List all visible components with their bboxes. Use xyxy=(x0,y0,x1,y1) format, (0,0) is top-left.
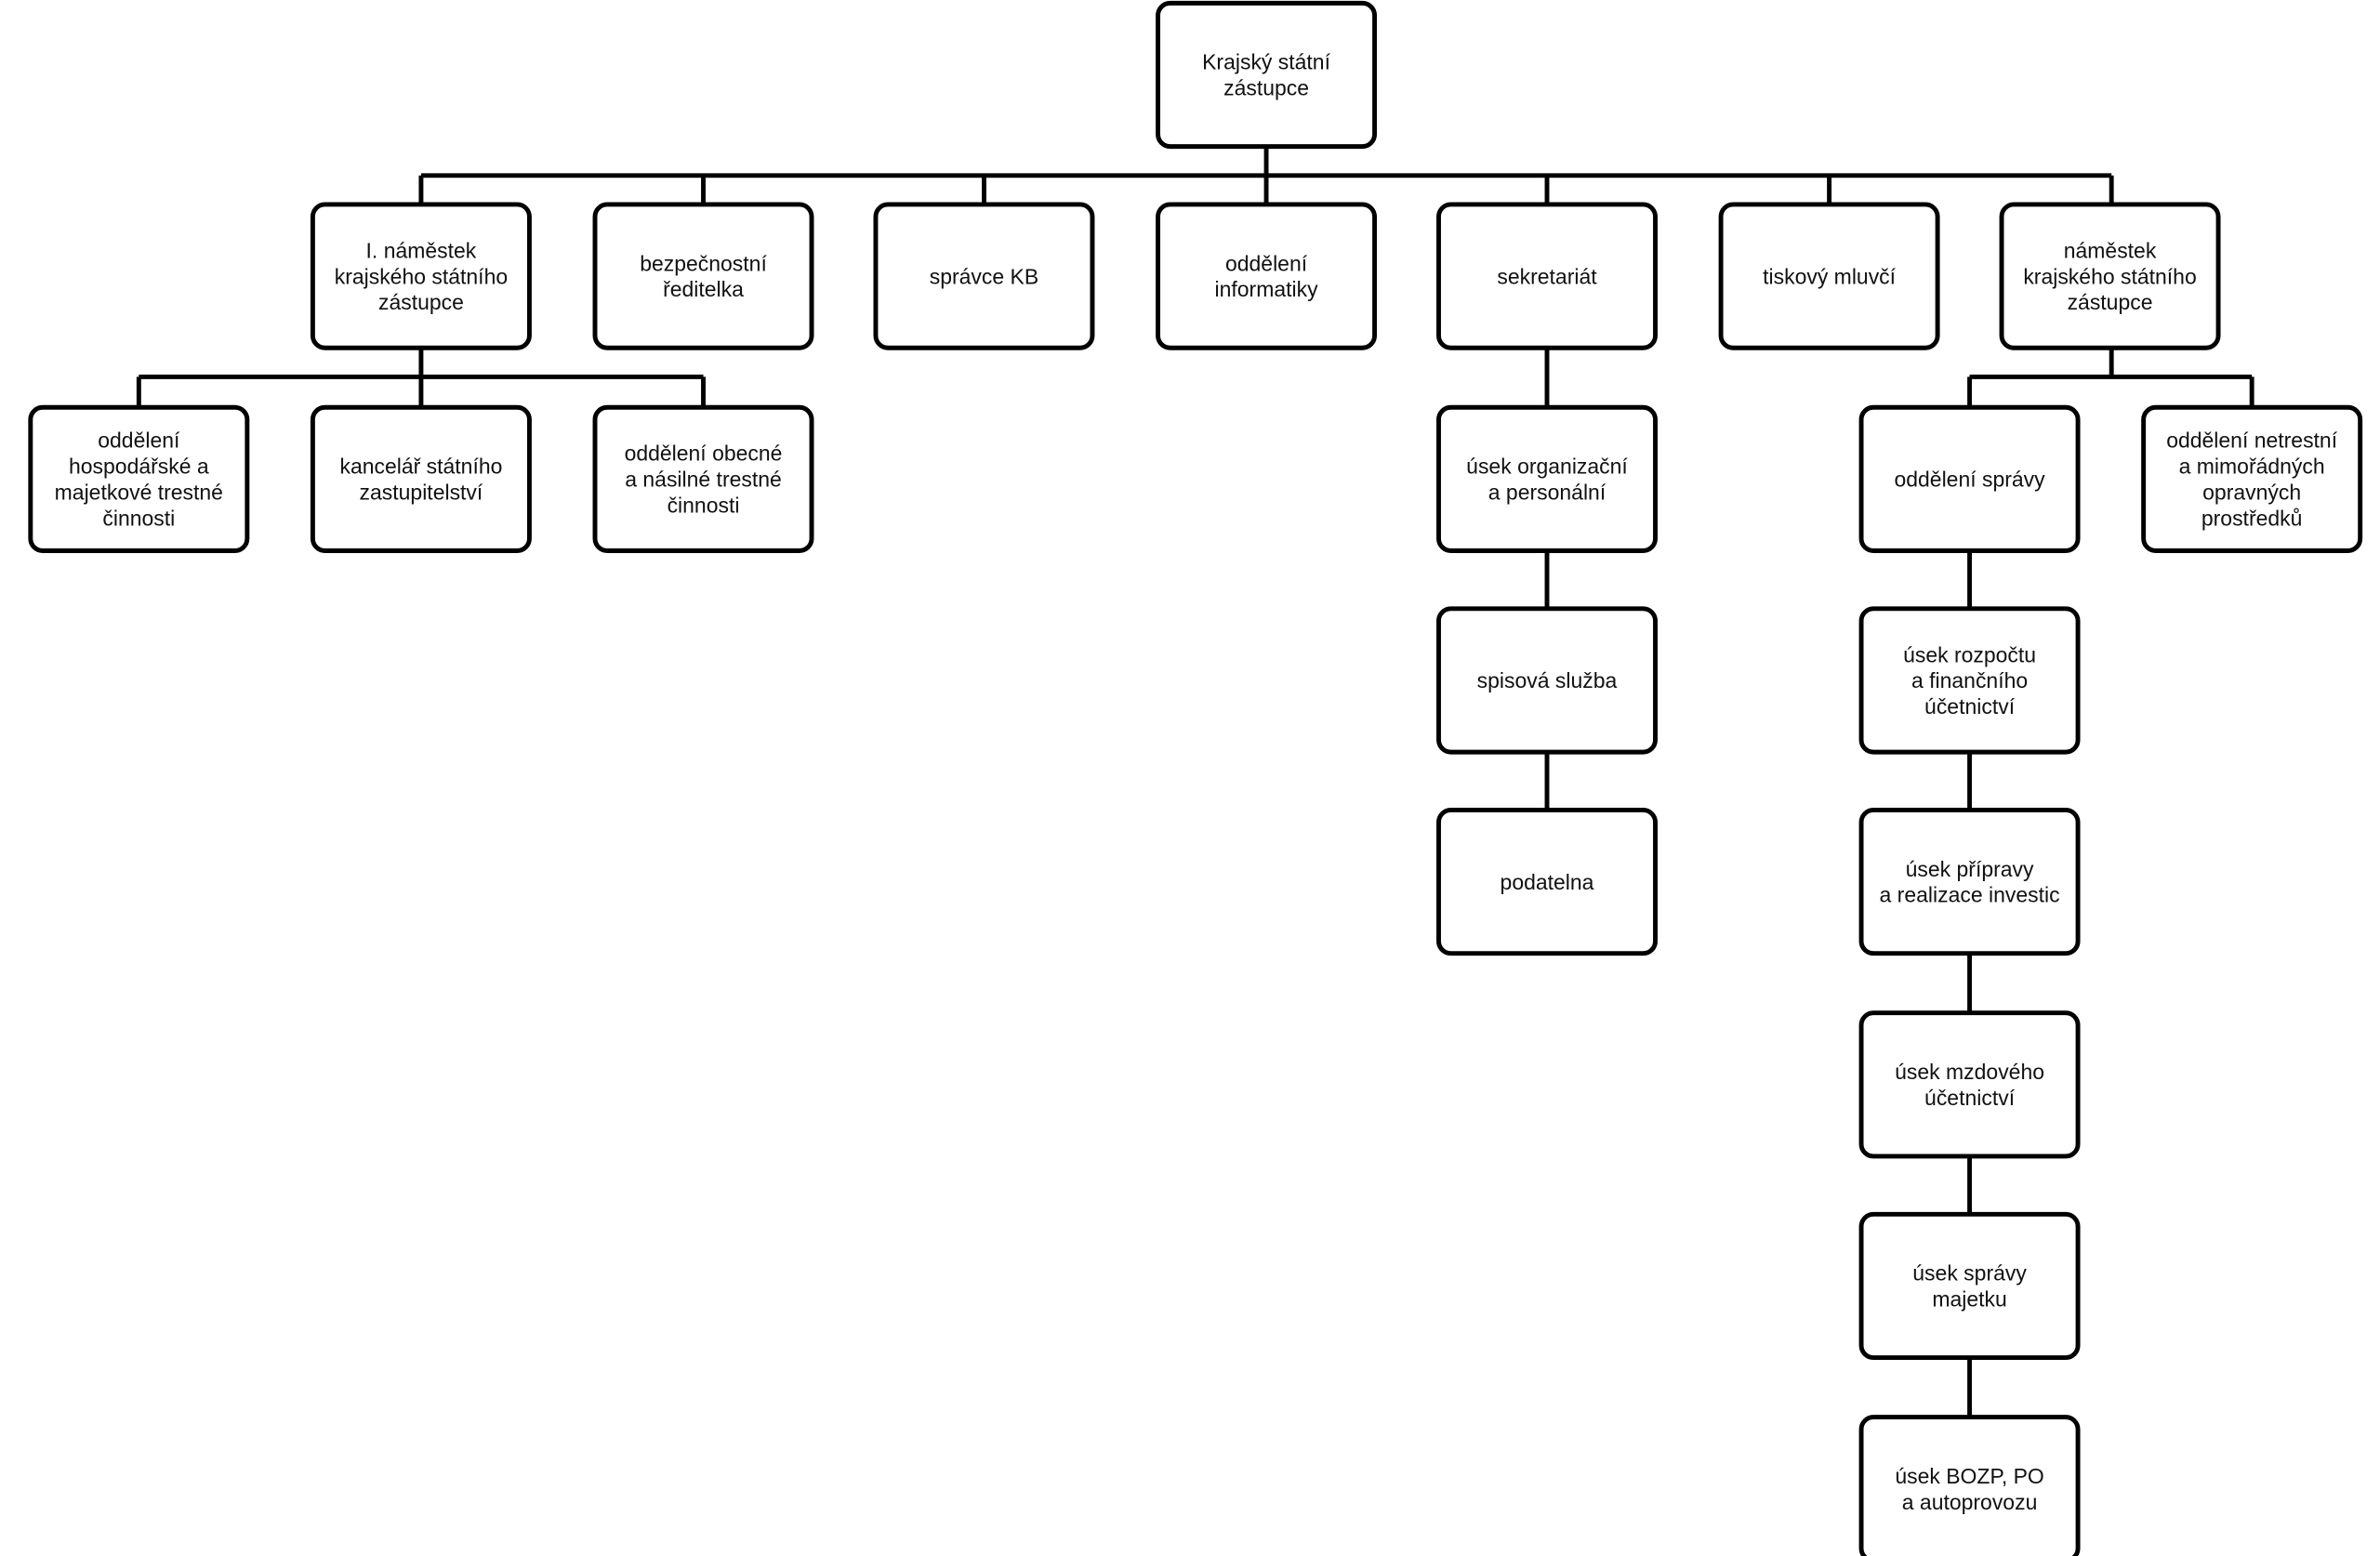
org-unit-label: tiskový mluvčí xyxy=(1763,264,1897,288)
org-unit-filing-service: spisová služba xyxy=(1436,606,1658,755)
org-unit-label: a personální xyxy=(1488,481,1606,505)
org-unit-label: majetkové trestné xyxy=(55,481,223,505)
org-unit-box xyxy=(1436,404,1658,553)
org-unit-administration-dept: oddělení správy xyxy=(1858,404,2081,553)
org-unit-box xyxy=(1858,1211,2081,1361)
org-unit-label: oddělení xyxy=(1225,251,1308,275)
org-unit-label: úsek organizační xyxy=(1466,455,1628,479)
org-unit-label: a finančního xyxy=(1911,668,2028,692)
org-unit-label: opravných xyxy=(2202,481,2301,505)
org-unit-label: krajského státního xyxy=(2023,264,2196,288)
org-unit-box xyxy=(1858,1010,2081,1159)
org-unit-box xyxy=(592,202,814,350)
org-unit-label: úsek BOZP, PO xyxy=(1895,1464,2043,1488)
org-unit-box xyxy=(1436,202,1658,350)
org-unit-box xyxy=(1436,606,1658,755)
org-unit-box xyxy=(310,404,532,553)
org-unit-label: sekretariát xyxy=(1497,264,1597,288)
org-unit-label: bezpečnostní xyxy=(640,251,767,275)
org-unit-label: majetku xyxy=(1932,1287,2006,1312)
org-unit-label: a realizace investic xyxy=(1880,883,2060,907)
org-unit-label: ředitelka xyxy=(663,277,744,301)
org-unit-label: I. náměstek xyxy=(366,238,477,262)
org-unit-label: účetnictví xyxy=(1924,1086,2016,1110)
org-unit-label: správce KB xyxy=(930,264,1038,288)
org-unit-box xyxy=(2141,404,2363,553)
org-unit-label: zastupitelství xyxy=(360,481,483,505)
org-unit-secretariat: sekretariát xyxy=(1436,202,1658,350)
org-unit-safety-fleet: úsek BOZP, POa autoprovozu xyxy=(1858,1415,2081,1556)
org-unit-label: kancelář státního xyxy=(339,455,502,479)
org-unit-label: Krajský státní xyxy=(1202,50,1330,74)
org-unit-box xyxy=(592,404,814,553)
org-unit-label: a autoprovozu xyxy=(1902,1490,2038,1514)
org-unit-box xyxy=(1858,808,2081,956)
org-unit-box xyxy=(1858,1415,2081,1556)
org-unit-label: oddělení obecné xyxy=(625,442,783,466)
org-unit-label: a násilné trestné xyxy=(625,468,782,492)
org-unit-box xyxy=(28,404,250,553)
org-unit-label: hospodářské a xyxy=(69,455,209,479)
org-unit-label: oddělení netrestní xyxy=(2166,429,2338,453)
org-unit-box xyxy=(1156,0,1378,150)
org-unit-label: a mimořádných xyxy=(2179,455,2325,479)
org-unit-label: zástupce xyxy=(1223,76,1309,100)
org-unit-box xyxy=(1858,606,2081,755)
org-unit-box xyxy=(1999,202,2221,350)
org-unit-label: oddělení xyxy=(98,429,180,453)
org-unit-label: úsek přípravy xyxy=(1906,857,2034,881)
org-unit-label: oddělení správy xyxy=(1894,468,2045,492)
org-unit-box xyxy=(1858,404,2081,553)
org-unit-label: zástupce xyxy=(378,290,464,314)
org-unit-box xyxy=(1718,202,1940,350)
org-unit-label: úsek rozpočtu xyxy=(1903,642,2036,666)
org-unit-label: činnosti xyxy=(102,506,175,530)
org-unit-label: prostředků xyxy=(2202,506,2303,530)
org-unit-label: účetnictví xyxy=(1924,694,2016,719)
org-unit-box xyxy=(1436,808,1658,956)
org-unit-box xyxy=(1156,202,1378,350)
org-unit-label: činnosti xyxy=(668,493,740,517)
connector-lines xyxy=(136,146,2254,1418)
org-unit-label: náměstek xyxy=(2064,238,2157,262)
org-unit-box xyxy=(310,202,532,350)
org-unit-label: podatelna xyxy=(1501,870,1594,894)
org-unit-registry: podatelna xyxy=(1436,808,1658,956)
org-unit-label: úsek mzdového xyxy=(1895,1060,2044,1084)
org-unit-label: úsek správy xyxy=(1912,1261,2027,1286)
org-unit-press-spokesperson: tiskový mluvčí xyxy=(1718,202,1940,350)
org-unit-label: zástupce xyxy=(2068,290,2153,314)
org-unit-box xyxy=(873,202,1095,350)
org-unit-label: informatiky xyxy=(1215,277,1319,301)
org-unit-kb-admin: správce KB xyxy=(873,202,1095,350)
org-unit-label: spisová služba xyxy=(1477,668,1618,692)
org-unit-label: krajského státního xyxy=(335,264,508,288)
